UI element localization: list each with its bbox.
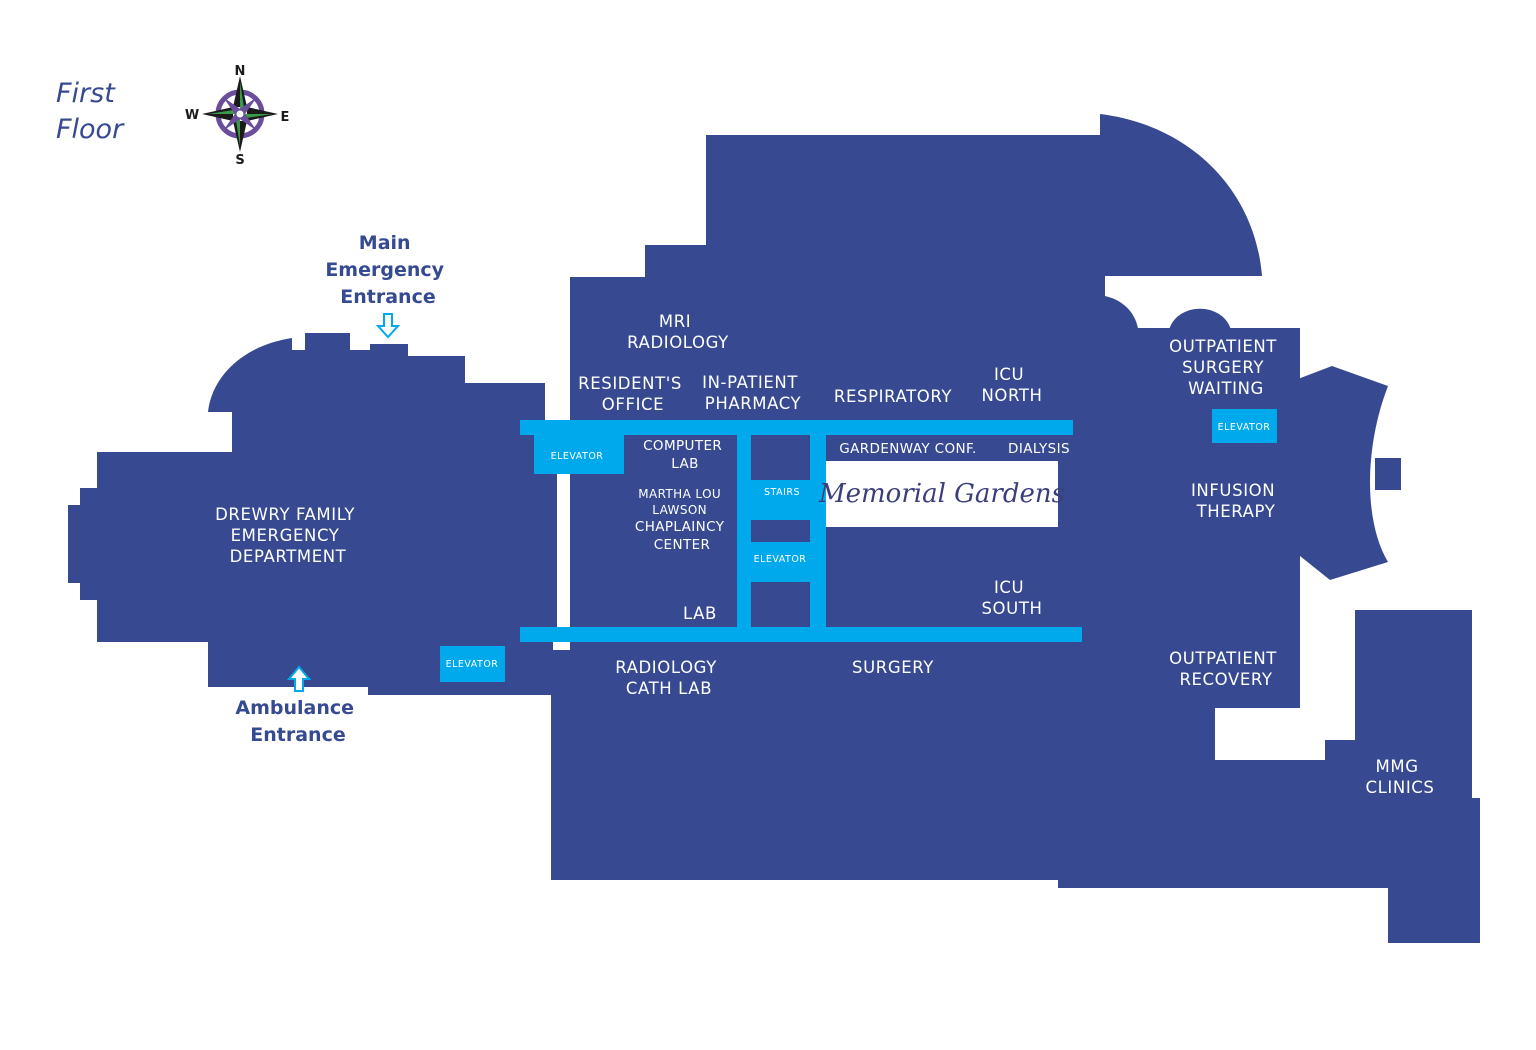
room-labels: MRI RADIOLOGY RESIDENT'S OFFICE IN-PATIE… — [215, 312, 1434, 797]
outpatient-surgery-waiting-label: OUTPATIENT SURGERY WAITING — [1169, 337, 1283, 398]
east-fan — [1290, 366, 1388, 580]
mmg-clinics-label: MMG CLINICS — [1366, 757, 1435, 797]
corridors — [440, 409, 1277, 682]
lab-label: LAB — [683, 604, 717, 623]
dialysis-label: DIALYSIS — [1008, 441, 1070, 457]
inpatient-pharmacy-label: IN-PATIENT PHARMACY — [702, 373, 804, 413]
compass-south: S — [235, 153, 244, 168]
icu-north-label: ICU NORTH — [981, 365, 1042, 405]
ambulance-entrance: Ambulance Entrance — [235, 665, 360, 746]
north-corridor — [520, 420, 1073, 435]
mri-radiology-label: MRI RADIOLOGY — [627, 312, 729, 352]
elevator-block-southwest — [440, 646, 505, 682]
elevator-label-east: ELEVATOR — [1218, 422, 1271, 433]
east-wing-dome — [1168, 308, 1232, 335]
elevator-block-east — [1212, 409, 1277, 443]
compass-west: W — [185, 108, 199, 123]
residents-office-label: RESIDENT'S OFFICE — [578, 374, 688, 414]
emergency-department-label: DREWRY FAMILY EMERGENCY DEPARTMENT — [215, 505, 361, 566]
mmg-wing-lower — [1388, 798, 1480, 943]
main-emergency-entrance: Main Emergency Entrance — [325, 232, 450, 339]
elevator-label-southwest: ELEVATOR — [446, 659, 499, 670]
mmg-wing — [1355, 610, 1472, 810]
floor-title: First Floor — [56, 78, 125, 145]
elevator-block-center — [737, 542, 826, 582]
arrow-up-icon — [286, 665, 312, 692]
emergency-wing-west-step — [80, 488, 110, 600]
east-connector — [810, 420, 826, 642]
compass-north: N — [235, 64, 246, 79]
arrow-down-icon — [375, 313, 401, 339]
radiology-cath-lab-label: RADIOLOGY CATH LAB — [615, 658, 723, 698]
stairs-label: STAIRS — [764, 487, 800, 498]
gardenway-conf-label: GARDENWAY CONF. — [839, 441, 976, 457]
elevator-block-west — [534, 435, 624, 474]
surgery-label: SURGERY — [852, 658, 934, 677]
emergency-wing-main — [97, 452, 557, 642]
respiratory-label: RESPIRATORY — [834, 387, 952, 406]
icu-south-label: ICU SOUTH — [981, 578, 1042, 618]
elevator-label-center: ELEVATOR — [754, 554, 807, 565]
memorial-gardens-area — [826, 461, 1058, 527]
memorial-gardens-label: Memorial Gardens — [818, 479, 1065, 509]
south-east-connector — [1100, 700, 1215, 770]
compass-rose-icon: N S W E — [185, 64, 290, 168]
emergency-wing-north — [208, 333, 545, 452]
south-corridor — [520, 627, 1082, 642]
computer-lab-label: COMPUTER LAB — [643, 438, 727, 472]
west-connector — [737, 420, 751, 642]
stairs-block — [737, 480, 826, 520]
east-fan-tab — [1375, 458, 1401, 490]
main-emergency-entrance-label: Main Emergency Entrance — [325, 232, 450, 308]
south-east-wing — [1058, 760, 1388, 888]
east-wing-upper — [1100, 328, 1300, 708]
ambulance-entrance-label: Ambulance Entrance — [235, 697, 360, 746]
infusion-therapy-label: INFUSION THERAPY — [1191, 481, 1281, 521]
chaplaincy-center-label: MARTHA LOU LAWSON CHAPLAINCY CENTER — [635, 486, 729, 553]
outpatient-recovery-label: OUTPATIENT RECOVERY — [1169, 649, 1283, 689]
compass-east: E — [281, 110, 290, 125]
building-footprint — [68, 114, 1480, 943]
elevator-label-west: ELEVATOR — [551, 451, 604, 462]
